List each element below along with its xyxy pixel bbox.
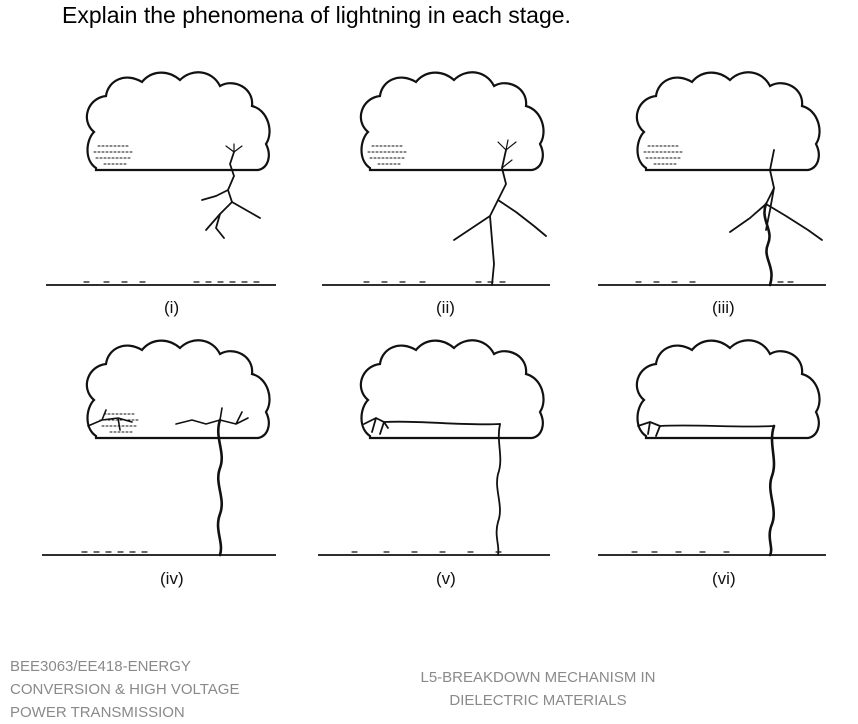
stage-5: (v): [318, 339, 550, 588]
footer-course-line: POWER TRANSMISSION: [10, 704, 185, 721]
cloud: [635, 339, 821, 440]
intracloud-streamers: [87, 407, 249, 431]
footer-course-line: CONVERSION & HIGH VOLTAGE: [10, 681, 240, 698]
stage-label: (iii): [712, 298, 735, 317]
cloud: [85, 71, 271, 172]
footer-topic-line: DIELECTRIC MATERIALS: [449, 692, 627, 709]
stage-2: (ii): [322, 71, 550, 317]
footer-course-line: BEE3063/EE418-ENERGY: [10, 658, 191, 675]
stepped-leader: [201, 143, 261, 239]
return-stroke: [495, 423, 502, 556]
stage-4: (iv): [42, 339, 276, 588]
cloud: [359, 71, 545, 172]
footer-topic: L5-BREAKDOWN MECHANISM IN DIELECTRIC MAT…: [388, 666, 688, 712]
stage-label: (i): [164, 298, 179, 317]
stage-1: (i): [46, 71, 276, 317]
return-stroke: [763, 202, 773, 287]
stage-label: (ii): [436, 298, 455, 317]
cloud: [635, 71, 821, 172]
stage-6: (vi): [598, 339, 826, 588]
stage-label: (vi): [712, 569, 736, 588]
slide-heading: Explain the phenomena of lightning in ea…: [62, 2, 571, 28]
intracloud-channel: [363, 417, 501, 435]
intracloud-channel: [637, 421, 775, 437]
return-stroke: [768, 424, 776, 557]
lightning-stages-diagram: (i) (ii): [42, 71, 826, 588]
return-stroke: [216, 418, 223, 557]
stepped-leader: [453, 139, 547, 286]
stage-3: (iii): [598, 71, 826, 317]
stage-label: (v): [436, 569, 456, 588]
stage-label: (iv): [160, 569, 184, 588]
footer-course: BEE3063/EE418-ENERGY CONVERSION & HIGH V…: [10, 655, 239, 724]
footer-topic-line: L5-BREAKDOWN MECHANISM IN: [420, 669, 656, 686]
